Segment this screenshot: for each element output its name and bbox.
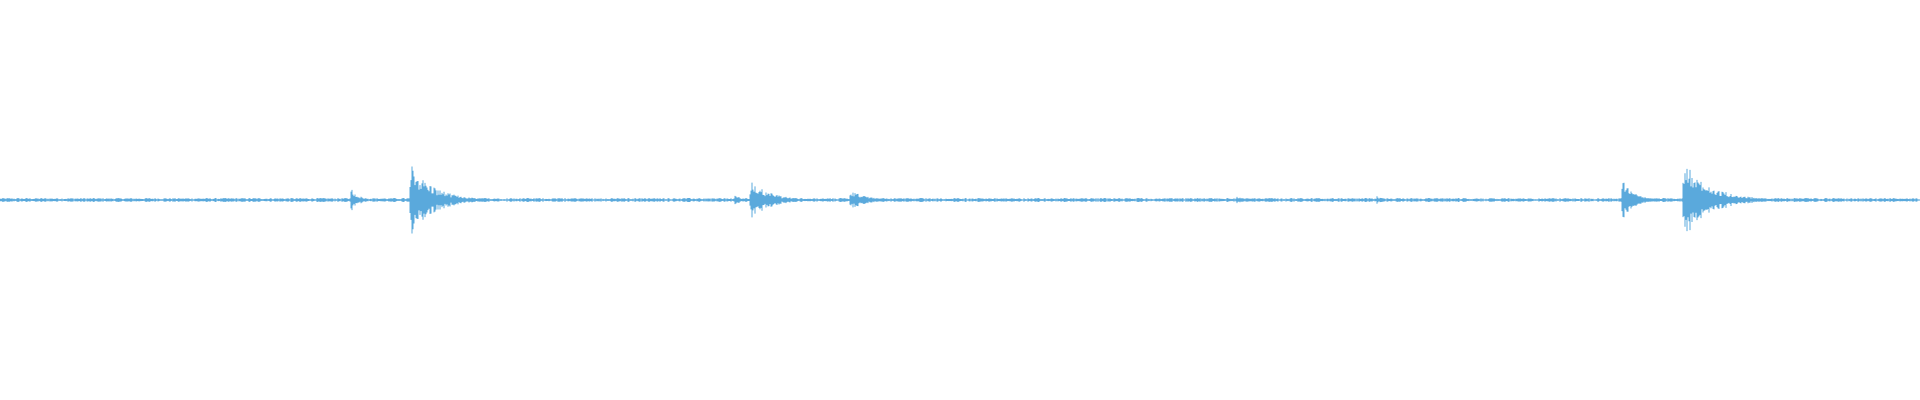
waveform-trace: [0, 166, 1920, 234]
